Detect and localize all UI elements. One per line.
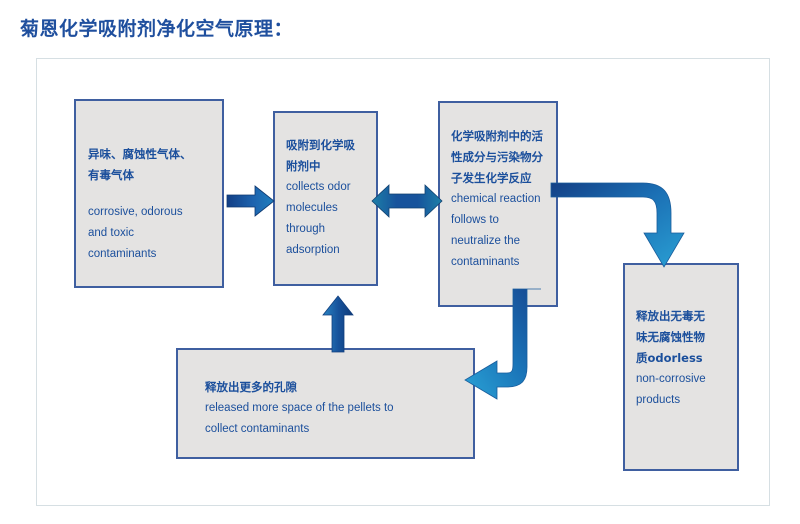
contaminant-sources-box: 异味、腐蚀性气体、 有毒气体 corrosive, odorous and to… xyxy=(74,99,224,288)
contaminant-sources-box-cn: 异味、腐蚀性气体、 有毒气体 xyxy=(88,147,192,182)
chemical-reaction-box-en: chemical reaction follows to neutralize … xyxy=(451,193,541,268)
page-title: 菊恩化学吸附剂净化空气原理： xyxy=(20,19,294,40)
arrow-right-icon xyxy=(226,185,275,217)
adsorption-box-en: collects odor molecules through adsorpti… xyxy=(286,181,351,256)
pore-release-box: 释放出更多的孔隙 released more space of the pell… xyxy=(176,348,475,459)
pore-release-box-en: released more space of the pellets to co… xyxy=(205,402,394,435)
pore-release-box-cn: 释放出更多的孔隙 xyxy=(205,380,297,394)
chemical-reaction-box: 化学吸附剂中的活 性成分与污染物分 子发生化学反应 chemical react… xyxy=(438,101,558,307)
adsorption-box-cn: 吸附到化学吸 附剂中 xyxy=(286,138,355,173)
neutral-products-box: 释放出无毒无 味无腐蚀性物 质odorless non-corrosive pr… xyxy=(623,263,739,471)
contaminant-sources-box-en: corrosive, odorous and toxic contaminant… xyxy=(88,206,183,260)
adsorption-box: 吸附到化学吸 附剂中 collects odor molecules throu… xyxy=(273,111,378,286)
arrow-double-headed-icon xyxy=(371,184,443,218)
arrow-curved-left-icon xyxy=(464,288,541,400)
chemical-reaction-box-cn: 化学吸附剂中的活 性成分与污染物分 子发生化学反应 xyxy=(451,129,543,185)
diagram-frame: 异味、腐蚀性气体、 有毒气体 corrosive, odorous and to… xyxy=(36,58,770,506)
neutral-products-box-en: non-corrosive products xyxy=(636,373,706,406)
neutral-products-box-cn: 释放出无毒无 味无腐蚀性物 质odorless xyxy=(636,309,705,365)
arrow-curved-down-icon xyxy=(550,182,685,268)
arrow-up-icon xyxy=(322,295,354,353)
